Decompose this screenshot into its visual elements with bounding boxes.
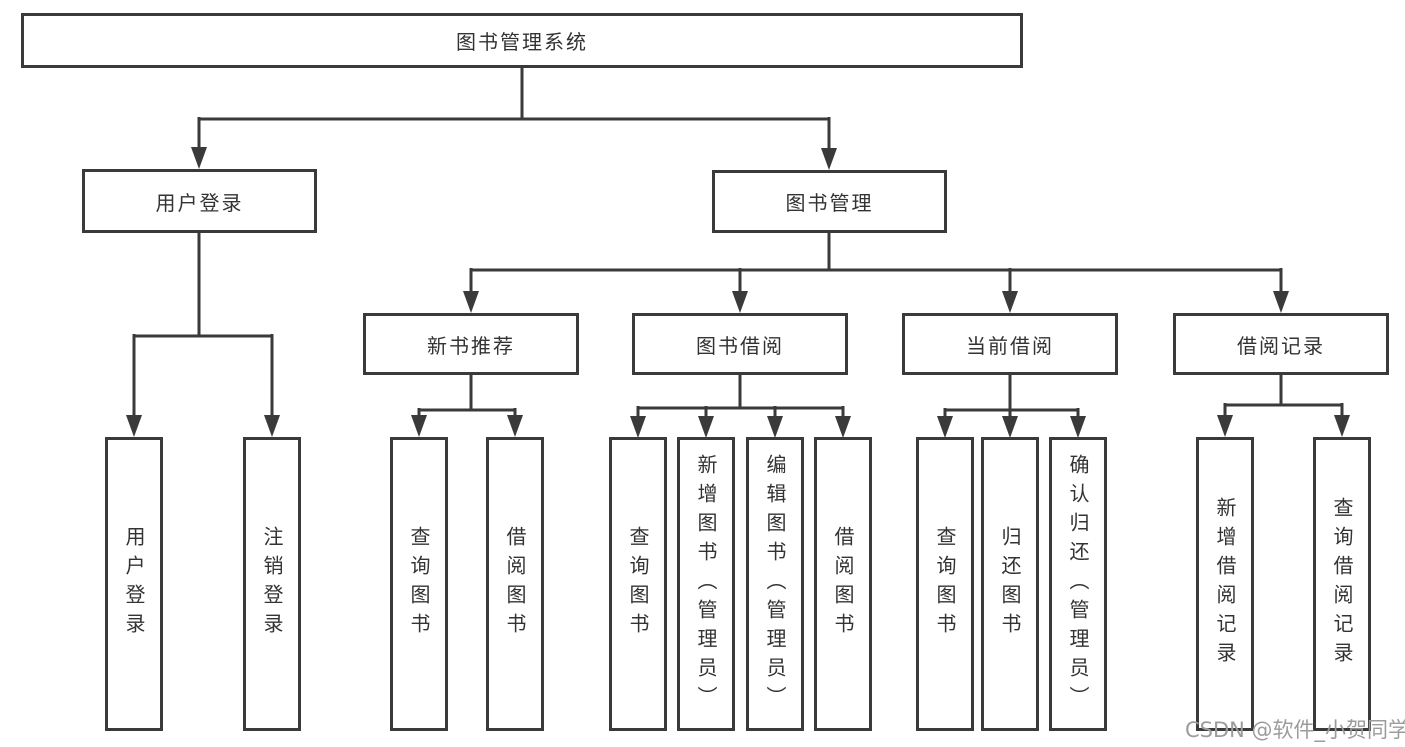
- leaf-borrow-books-recommend: 借阅图书: [486, 437, 544, 731]
- leaf-label: 注销登录: [260, 526, 284, 642]
- leaf-borrow-books-borrowing: 借阅图书: [814, 437, 872, 731]
- node-library-system: 图书管理系统: [21, 13, 1023, 68]
- leaf-label: 新增图书（管理员）: [694, 453, 718, 715]
- leaf-add-book-admin: 新增图书（管理员）: [677, 437, 735, 731]
- leaf-query-books-current: 查询图书: [916, 437, 974, 731]
- leaf-label: 确认归还（管理员）: [1066, 453, 1090, 715]
- node-label: 图书借阅: [696, 333, 784, 358]
- arrowhead: [937, 416, 953, 438]
- connector-current-borrowing: [937, 375, 1086, 438]
- arrowhead: [463, 291, 479, 313]
- leaf-label: 查询图书: [407, 526, 431, 642]
- node-label: 用户登录: [155, 190, 244, 215]
- node-new-book-recommend: 新书推荐: [363, 313, 579, 375]
- leaf-edit-book-admin: 编辑图书（管理员）: [746, 437, 804, 731]
- node-label: 图书管理系统: [456, 30, 588, 54]
- arrowhead: [835, 416, 851, 438]
- node-book-borrowing: 图书借阅: [632, 313, 848, 375]
- connector-borrowing-records: [1217, 375, 1350, 437]
- leaf-label: 新增借阅记录: [1213, 497, 1237, 671]
- arrowhead: [1002, 291, 1018, 313]
- node-label: 图书管理: [785, 191, 874, 215]
- leaf-return-books: 归还图书: [981, 437, 1039, 731]
- leaf-label: 借阅图书: [831, 526, 855, 642]
- arrowhead: [264, 415, 280, 437]
- node-book-management: 图书管理: [712, 170, 947, 233]
- leaf-logout: 注销登录: [243, 437, 301, 731]
- arrowhead: [1217, 415, 1233, 437]
- arrowhead: [767, 416, 783, 438]
- arrowhead: [1334, 415, 1350, 437]
- leaf-user-login: 用户登录: [105, 437, 163, 731]
- leaf-label: 借阅图书: [503, 526, 527, 642]
- connector-new-book-recommend: [411, 375, 523, 437]
- arrowhead: [126, 415, 142, 437]
- leaf-label: 归还图书: [998, 526, 1022, 642]
- leaf-label: 查询图书: [626, 526, 650, 642]
- arrowhead: [1273, 291, 1289, 313]
- arrowhead: [732, 291, 748, 313]
- leaf-query-borrow-record: 查询借阅记录: [1313, 437, 1371, 731]
- leaf-query-books-recommend: 查询图书: [390, 437, 448, 731]
- node-current-borrowing: 当前借阅: [902, 313, 1118, 375]
- leaf-label: 查询图书: [933, 526, 957, 642]
- arrowhead: [821, 148, 837, 170]
- connector-root: [191, 68, 837, 170]
- connector-user-login: [126, 233, 280, 437]
- node-label: 新书推荐: [427, 333, 515, 358]
- arrowhead: [507, 415, 523, 437]
- csdn-watermark: CSDN @软件_小贺同学: [1185, 718, 1405, 742]
- arrowhead: [630, 416, 646, 438]
- arrowhead: [191, 147, 207, 169]
- leaf-query-books-borrowing: 查询图书: [609, 437, 667, 731]
- node-label: 借阅记录: [1237, 333, 1325, 358]
- leaf-add-borrow-record: 新增借阅记录: [1196, 437, 1254, 731]
- node-label: 当前借阅: [966, 333, 1054, 358]
- node-borrowing-records: 借阅记录: [1173, 313, 1389, 375]
- arrowhead: [698, 416, 714, 438]
- connector-book-borrowing: [630, 375, 851, 438]
- arrowhead: [1070, 416, 1086, 438]
- leaf-label: 查询借阅记录: [1330, 497, 1354, 671]
- arrowhead: [1002, 416, 1018, 438]
- node-user-login: 用户登录: [82, 169, 317, 233]
- leaf-label: 用户登录: [122, 526, 146, 642]
- connector-book-management: [463, 233, 1289, 313]
- leaf-confirm-return-admin: 确认归还（管理员）: [1049, 437, 1107, 731]
- leaf-label: 编辑图书（管理员）: [763, 453, 787, 715]
- arrowhead: [411, 415, 427, 437]
